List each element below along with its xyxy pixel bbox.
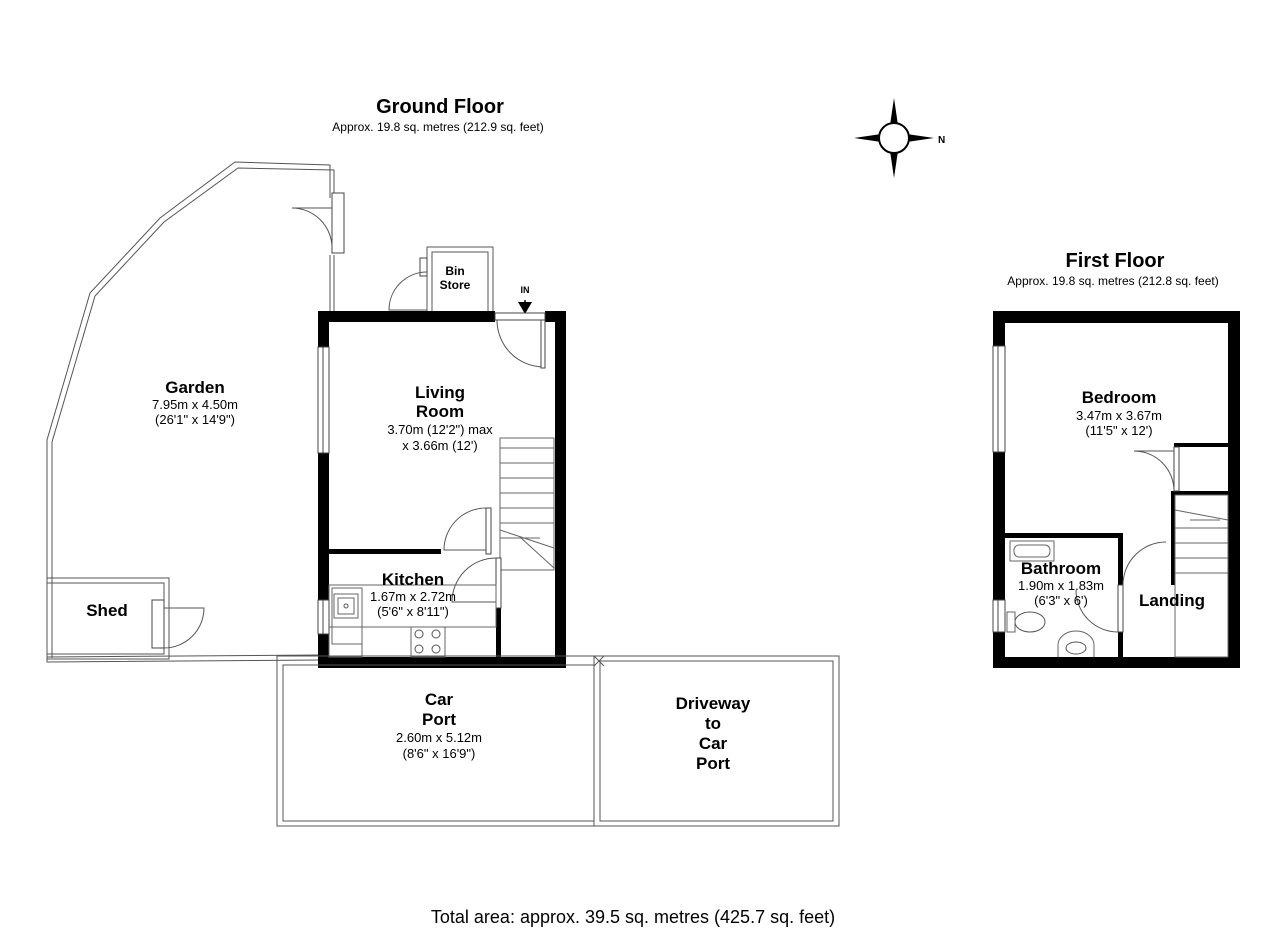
living-room-dimensions-line1: 3.70m (12'2") max: [387, 422, 493, 437]
compass-rose-icon: N: [854, 98, 945, 178]
ground-floor-title: Ground Floor: [376, 96, 504, 118]
kitchen-window: [317, 599, 330, 635]
living-room-label-line1: Living: [415, 383, 465, 402]
first-floor-staircase: [1174, 494, 1229, 658]
car-port-label-line1: Car: [425, 690, 454, 709]
garden-dimensions-metric: 7.95m x 4.50m: [152, 397, 238, 412]
bathroom-door: [1075, 541, 1167, 633]
bin-store-label-line1: Bin: [445, 264, 464, 278]
toilet-icon: [1006, 611, 1046, 633]
entrance-arrow-icon: [518, 300, 532, 314]
living-room-dimensions-line2: x 3.66m (12'): [402, 438, 477, 453]
total-area: Total area: approx. 39.5 sq. metres (425…: [431, 907, 835, 927]
living-room-window: [317, 346, 330, 454]
entrance-door: [494, 312, 546, 369]
car-port-label-line2: Port: [422, 710, 456, 729]
staircase-door: [451, 557, 502, 609]
bin-store-label-line2: Store: [440, 278, 471, 292]
kitchen-label: Kitchen: [382, 570, 444, 589]
bathroom-dimensions-imperial: (6'3" x 6'): [1034, 593, 1088, 608]
compass-north-label: N: [938, 135, 945, 146]
driveway-label-line2: to: [705, 714, 721, 733]
bathroom-window: [992, 599, 1006, 633]
bedroom-door: [1133, 446, 1180, 492]
garden-dimensions-imperial: (26'1" x 14'9"): [155, 412, 235, 427]
bedroom-label: Bedroom: [1082, 388, 1157, 407]
garden-label: Garden: [165, 378, 225, 397]
bathroom-label: Bathroom: [1021, 559, 1101, 578]
bathroom-dimensions-metric: 1.90m x 1.83m: [1018, 578, 1104, 593]
kitchen-door: [443, 507, 492, 555]
first-floor-title: First Floor: [1066, 250, 1165, 272]
bin-store-outline: [388, 246, 494, 312]
kitchen-dimensions-imperial: (5'6" x 8'11"): [377, 604, 449, 619]
shed-label: Shed: [86, 601, 128, 620]
garden-door: [291, 192, 345, 254]
living-room-label-line2: Room: [416, 402, 464, 421]
shed-outline: [46, 577, 205, 660]
first-floor-area: Approx. 19.8 sq. metres (212.8 sq. feet): [1007, 274, 1218, 288]
entrance-label: IN: [521, 285, 530, 295]
kitchen-sink-icon: [333, 593, 359, 619]
kitchen-dimensions-metric: 1.67m x 2.72m: [370, 589, 456, 604]
bedroom-window: [992, 345, 1006, 453]
driveway-label-line4: Port: [696, 754, 730, 773]
ground-floor-area: Approx. 19.8 sq. metres (212.9 sq. feet): [332, 120, 543, 134]
ground-floor-staircase: [499, 437, 555, 571]
driveway-label-line1: Driveway: [676, 694, 751, 713]
hob-icon: [410, 626, 446, 658]
car-port-dimensions-imperial: (8'6" x 16'9"): [403, 746, 476, 761]
driveway-label-line3: Car: [699, 734, 728, 753]
bedroom-dimensions-metric: 3.47m x 3.67m: [1076, 408, 1162, 423]
basin-icon: [1057, 630, 1095, 657]
first-floor-walls: [993, 311, 1240, 668]
driveway-outline: [593, 655, 840, 827]
car-port-dimensions-metric: 2.60m x 5.12m: [396, 730, 482, 745]
landing-label: Landing: [1139, 591, 1205, 610]
bedroom-dimensions-imperial: (11'5" x 12'): [1085, 423, 1152, 438]
bath-icon: [1009, 540, 1055, 562]
